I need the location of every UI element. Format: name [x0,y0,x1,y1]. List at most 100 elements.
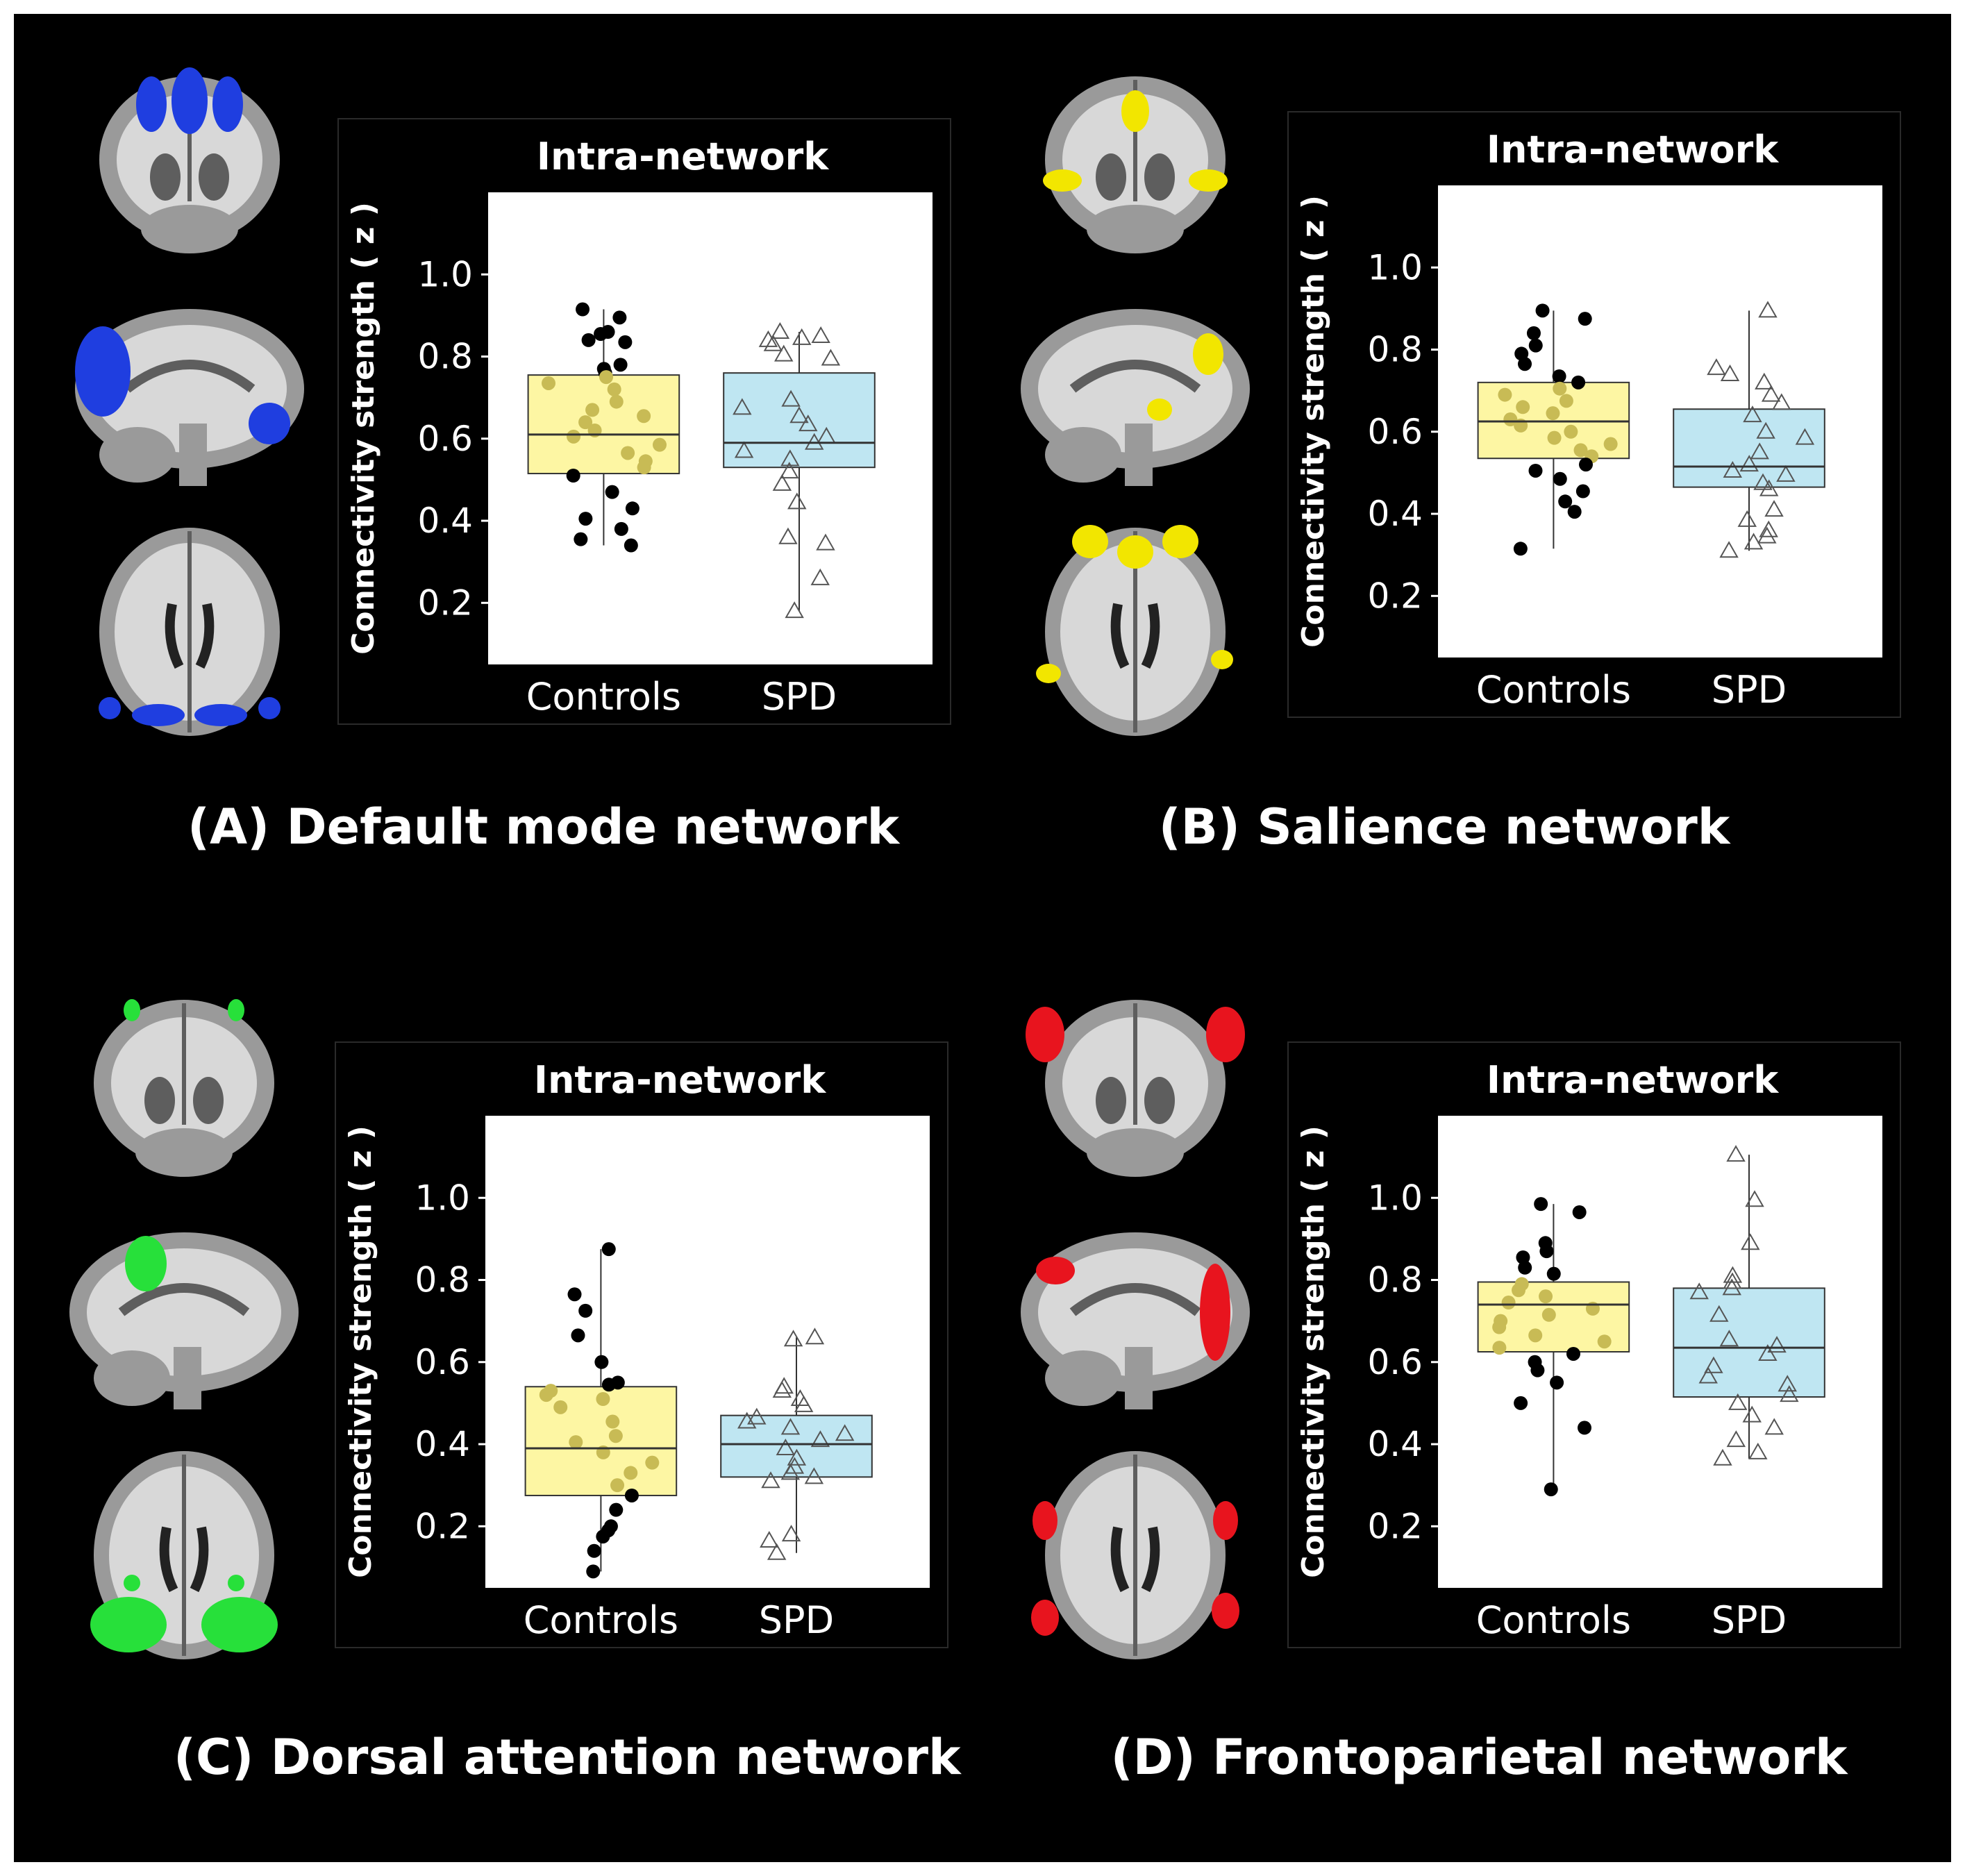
controls-point [576,302,590,317]
x-tick-label: Controls [1476,668,1631,712]
sagittal-view [69,1232,299,1409]
controls-point [1552,369,1566,383]
controls-point [567,1287,582,1302]
controls-point [621,446,635,460]
y-axis-label: Connectivity strength ( z ) [346,202,381,655]
controls-point [610,1478,625,1493]
spd-point [1758,1343,1778,1361]
y-tick-label: 1.0 [1367,247,1423,287]
controls-point [553,1400,568,1414]
spd-point [835,1424,855,1441]
y-tick-label: 0.6 [1367,412,1423,452]
controls-point [1530,1363,1545,1377]
spd-point [1713,1448,1732,1466]
brain-illustration-c [69,999,299,1659]
x-tick-label: Controls [1476,1598,1631,1642]
y-tick-label: 0.8 [415,1260,470,1300]
x-tick-label: Controls [524,1598,678,1642]
spd-point [1764,1418,1784,1435]
network-highlight [90,999,278,1652]
controls-point [637,409,651,424]
y-tick-label: 0.6 [1367,1342,1423,1382]
controls-point [1567,505,1582,519]
controls-point [1492,1320,1507,1334]
spd-point [1689,1282,1709,1300]
spd-point [810,1430,830,1448]
spd-point [816,533,835,551]
controls-point [1558,494,1573,509]
controls-point [624,1488,639,1502]
controls-point [1539,1244,1554,1259]
brain-illustration-d [1021,1000,1250,1659]
brain-views-c [56,986,312,1680]
x-tick-label: SPD [762,675,837,719]
controls-point [1553,381,1567,396]
sagittal-view [1021,1232,1250,1409]
brain-views-b [1007,62,1264,757]
spd-point [1722,1278,1741,1296]
y-tick-label: 0.2 [1367,1506,1423,1546]
controls-point [539,1388,553,1402]
spd-box [1673,1287,1825,1398]
controls-point [613,358,628,372]
y-tick-label: 1.0 [417,254,473,294]
controls-point [601,1242,616,1257]
spd-point [1758,301,1778,318]
panel-label-b: (B) Salience network [1158,798,1730,855]
axial-view [1045,528,1226,736]
network-highlight [1036,90,1233,683]
spd-point [760,1530,779,1548]
spd-point [747,1407,767,1425]
controls-point [652,437,667,452]
spd-point [821,349,841,366]
controls-point [596,1392,610,1406]
axial-view [99,528,280,736]
spd-point [1723,460,1743,478]
x-tick-label: SPD [1712,668,1787,712]
spd-point [1709,1305,1729,1322]
y-axis-label: Connectivity strength ( z ) [1296,1125,1331,1578]
y-tick-label: 0.4 [415,1424,470,1464]
controls-point [1578,458,1593,472]
spd-point [774,344,794,362]
controls-point [596,1530,610,1544]
controls-point [1518,357,1532,371]
spd-point [1780,1385,1799,1402]
controls-point [1603,437,1618,451]
spd-point [1753,473,1773,490]
x-tick-label: SPD [1712,1598,1787,1642]
controls-point [1546,1266,1561,1281]
controls-point [607,382,621,396]
controls-point [1547,430,1562,445]
spd-point [772,474,792,491]
controls-point [542,376,556,390]
spd-point [1743,405,1762,423]
spd-point [794,1395,814,1412]
controls-point [1541,1307,1556,1322]
controls-point [1578,312,1592,326]
controls-point [1539,1289,1553,1304]
spd-point [805,1328,825,1345]
y-tick-label: 0.4 [417,501,473,541]
spd-box [720,1414,873,1478]
spd-point [1764,500,1784,517]
y-axis-label: Connectivity strength ( z ) [343,1125,378,1578]
brain-views-d [1007,986,1264,1680]
spd-point [1720,364,1740,381]
spd-point [1741,1233,1760,1250]
y-tick-label: 0.8 [417,337,473,377]
spd-point [1704,1356,1723,1373]
spd-point [1742,1405,1762,1423]
controls-point [567,429,581,444]
brain-views-a [61,62,318,757]
y-tick-label: 0.2 [417,583,473,623]
controls-point [1564,424,1578,439]
controls-point [1597,1334,1612,1349]
spd-point [1707,358,1726,376]
spd-point [1726,1145,1746,1162]
spd-point [733,398,752,415]
spd-point [1767,1336,1787,1353]
